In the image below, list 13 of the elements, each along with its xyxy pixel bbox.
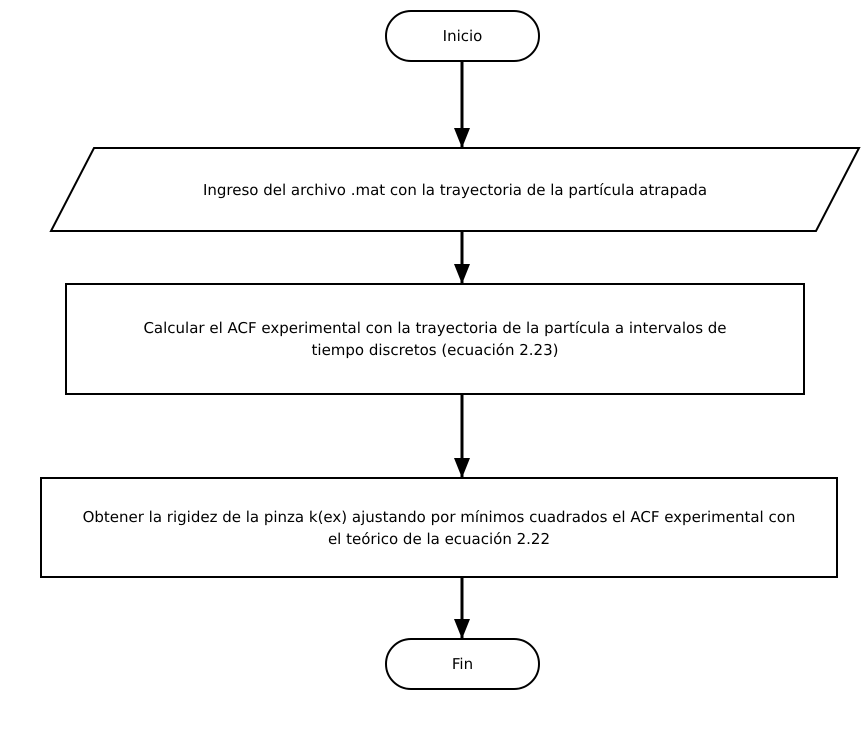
terminal-shape <box>385 638 540 690</box>
process-box <box>40 477 838 578</box>
arrow <box>454 62 470 148</box>
node-label: Fin <box>450 654 474 675</box>
arrow <box>454 578 470 639</box>
arrow <box>454 232 470 284</box>
node-label: Calcular el ACF experimental con la trayectoria de la partícula a intervalos de tiempo discretos (ecuación 2.23) <box>142 318 728 361</box>
node-label: Inicio <box>442 26 484 47</box>
arrow <box>454 395 470 478</box>
terminal-shape <box>385 10 540 62</box>
node-label: Obtener la rigidez de la pinza k(ex) ajustando por mínimos cuadrados el ACF experimental con el teórico de la ecuación 2.22 <box>82 506 796 550</box>
node-label: Ingreso del archivo .mat con la trayectoria de la partícula atrapada <box>202 180 708 200</box>
process-box <box>65 283 805 395</box>
